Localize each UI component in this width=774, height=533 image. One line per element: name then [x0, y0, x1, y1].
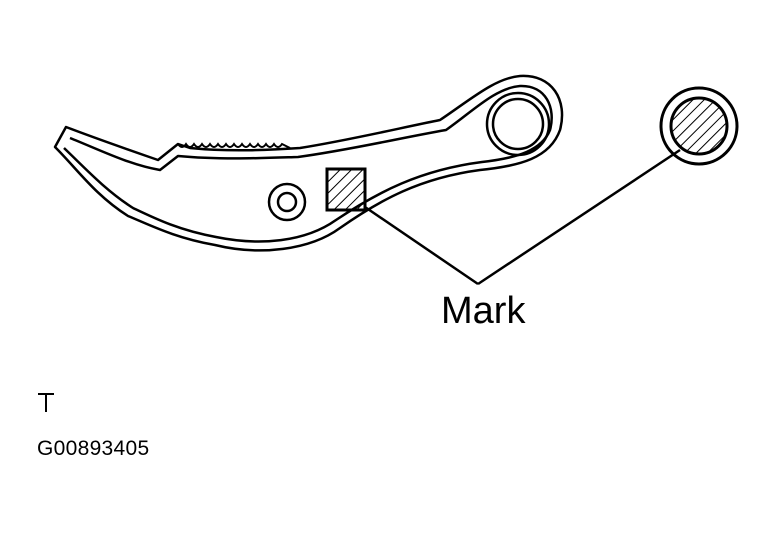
callout-leader-lines [364, 148, 681, 286]
pivot-hole-icon [485, 91, 551, 157]
figure-code: G00893405 [37, 437, 150, 460]
hatched-square-mark [325, 167, 367, 212]
mark-callout-label: Mark [441, 290, 526, 332]
lever-outline [53, 74, 564, 252]
small-hole-icon [267, 182, 307, 222]
lever-teeth [177, 142, 291, 149]
hatched-circle-mark [659, 86, 739, 166]
t-icon [38, 393, 54, 412]
